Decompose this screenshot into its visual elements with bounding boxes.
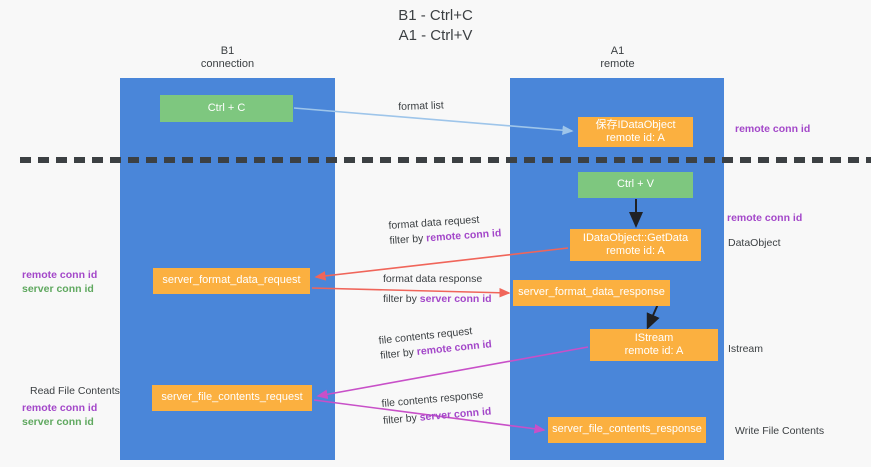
connector-format-data-request <box>314 247 569 281</box>
filter-prefix: filter by <box>389 232 427 247</box>
edge-label-format-data-response: format data response filter by server co… <box>383 272 492 307</box>
connector-format-data-response <box>311 287 511 298</box>
column-header-b1-subtitle: connection <box>200 58 255 70</box>
filter-prefix: filter by <box>379 346 418 362</box>
node-idataobject-getdata-label: IDataObject::GetData <box>582 231 689 244</box>
node-ctrl-c-label: Ctrl + C <box>207 101 246 114</box>
label-remote-conn-id-left-bottom: remote conn id <box>22 402 98 414</box>
node-idataobject-getdata[interactable]: IDataObject::GetData remote id: A <box>570 229 701 261</box>
connector-file-contents-request <box>316 346 589 400</box>
column-header-b1-name: B1 <box>220 45 235 57</box>
title-line-1: B1 - Ctrl+C <box>398 7 473 24</box>
edge-label-format-data-response-text: format data response <box>383 273 483 285</box>
label-remote-conn-id-top: remote conn id <box>735 123 811 135</box>
node-server-file-contents-response[interactable]: server_file_contents_response <box>548 417 706 443</box>
node-save-idataobject-remote-id: remote id: A <box>606 132 665 144</box>
label-server-conn-id-left-mid: server conn id <box>22 283 94 295</box>
label-group-conn-ids-bottom: remote conn id server conn id <box>22 401 97 429</box>
node-ctrl-c[interactable]: Ctrl + C <box>160 95 293 122</box>
column-header-a1: A1 remote <box>540 45 695 71</box>
filter-prefix: filter by <box>383 293 420 305</box>
node-save-idataobject[interactable]: 保存IDataObject remote id: A <box>578 117 693 147</box>
label-server-conn-id-left-bottom: server conn id <box>22 416 94 428</box>
node-server-format-data-request-label: server_format_data_request <box>162 274 301 287</box>
edge-label-format-list: format list <box>398 98 444 115</box>
phase-divider <box>20 157 871 163</box>
label-read-file-contents: Read File Contents <box>30 385 120 397</box>
column-header-a1-subtitle: remote <box>600 58 635 70</box>
node-ctrl-v[interactable]: Ctrl + V <box>578 172 693 198</box>
node-ctrl-v-label: Ctrl + V <box>617 178 654 191</box>
label-group-conn-ids-mid: remote conn id server conn id <box>22 268 97 296</box>
label-remote-conn-id-left-mid: remote conn id <box>22 269 98 281</box>
filter-key-remote-conn-id: remote conn id <box>425 227 502 245</box>
node-server-format-data-request[interactable]: server_format_data_request <box>153 268 310 294</box>
node-istream[interactable]: IStream remote id: A <box>590 329 718 361</box>
node-save-idataobject-label: 保存IDataObject <box>595 118 676 131</box>
node-server-format-data-response-label: server_format_data_response <box>518 286 665 299</box>
column-header-b1: B1 connection <box>150 45 305 71</box>
label-istream: Istream <box>728 343 764 355</box>
edge-label-format-list-text: format list <box>398 99 444 113</box>
filter-key-server-conn-id: server conn id <box>419 293 492 305</box>
node-server-file-contents-request[interactable]: server_file_contents_request <box>152 385 312 411</box>
node-server-file-contents-response-label: server_file_contents_response <box>552 423 702 436</box>
edge-filter-format-data-response: filter by server conn id <box>383 292 492 307</box>
node-istream-remote-id: remote id: A <box>624 345 684 357</box>
connector-file-contents-response <box>313 399 546 434</box>
label-write-file-contents: Write File Contents <box>735 425 825 437</box>
diagram-title: B1 - Ctrl+C A1 - Ctrl+V <box>0 6 871 46</box>
node-server-file-contents-request-label: server_file_contents_request <box>161 391 303 404</box>
node-server-format-data-response[interactable]: server_format_data_response <box>513 280 670 306</box>
column-header-a1-name: A1 <box>610 45 625 57</box>
label-dataobject: DataObject <box>728 237 781 249</box>
node-idataobject-getdata-remote-id: remote id: A <box>606 245 665 257</box>
title-line-2: A1 - Ctrl+V <box>398 27 473 44</box>
label-remote-conn-id-mid: remote conn id <box>727 212 803 224</box>
node-istream-label: IStream <box>634 331 674 344</box>
connector-format-list <box>293 107 574 135</box>
filter-prefix: filter by <box>382 411 421 427</box>
